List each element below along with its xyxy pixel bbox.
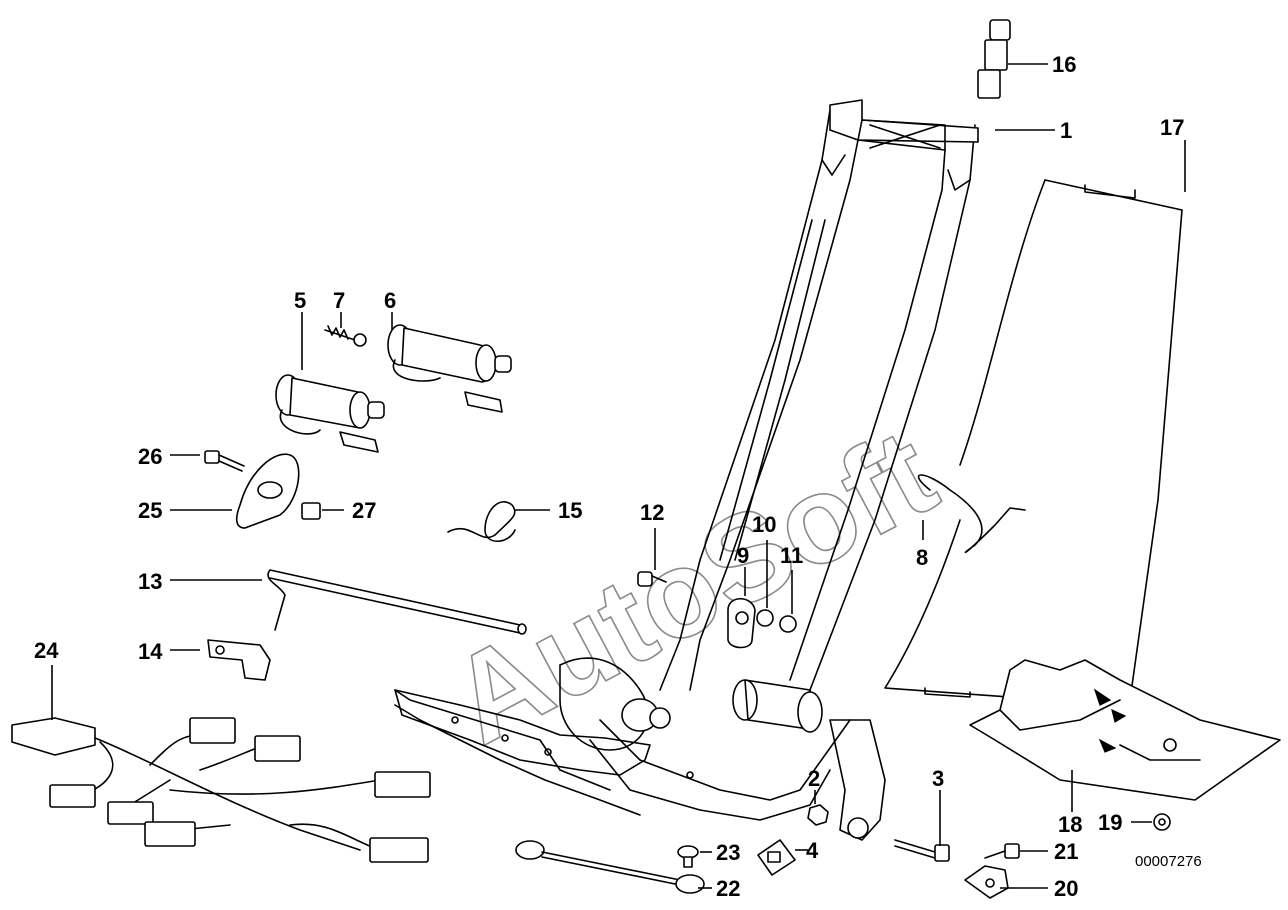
ground-strap-22 (515, 840, 705, 894)
clip-4 (757, 839, 796, 876)
callout-5: 5 (294, 288, 306, 313)
callout-10: 10 (752, 512, 776, 537)
callout-22: 22 (716, 876, 740, 901)
callout-18: 18 (1058, 812, 1082, 837)
callout-21: 21 (1054, 839, 1078, 864)
callout-19: 19 (1098, 810, 1122, 835)
back-panel-17 (884, 179, 1183, 701)
callout-2: 2 (808, 766, 820, 791)
clip-19 (1153, 813, 1171, 831)
callout-20: 20 (1054, 876, 1078, 901)
callout-1: 1 (1060, 118, 1072, 143)
callout-11: 11 (780, 543, 803, 568)
callout-24: 24 (34, 638, 59, 663)
leader-lines (51, 63, 1186, 889)
callout-15: 15 (558, 498, 582, 523)
callout-7: 7 (333, 288, 345, 313)
bolt-7 (324, 325, 367, 347)
bracket-14 (207, 639, 271, 681)
backrest-frame (659, 99, 979, 733)
spring-15 (447, 501, 516, 543)
catalog-code: 00007276 (1135, 853, 1202, 870)
bracket-25 (235, 453, 300, 529)
callout-25: 25 (138, 498, 162, 523)
wiring-harness-24 (11, 717, 431, 863)
callout-16: 16 (1052, 52, 1076, 77)
clip-27 (301, 502, 321, 520)
callout-9: 9 (737, 543, 749, 568)
nut-2 (807, 804, 829, 826)
callout-8: 8 (916, 545, 928, 570)
callout-3: 3 (932, 766, 944, 791)
trim-panel-18 (969, 659, 1281, 801)
screw-21 (984, 843, 1020, 859)
wire-spring-8 (917, 474, 1026, 554)
callout-13: 13 (138, 569, 162, 594)
callout-12: 12 (640, 500, 664, 525)
rod-13 (267, 569, 527, 635)
callout-6: 6 (384, 288, 396, 313)
callout-17: 17 (1160, 115, 1184, 140)
connector-16 (977, 19, 1011, 99)
callout-14: 14 (138, 639, 163, 664)
callout-26: 26 (138, 444, 162, 469)
seat-side-rails (394, 657, 886, 841)
washer-10 (756, 609, 774, 627)
callout-23: 23 (716, 840, 740, 865)
bracket-20 (964, 865, 1009, 899)
screw-23 (677, 845, 699, 868)
callout-4: 4 (806, 838, 819, 863)
callout-labels: 1 2 3 4 5 6 7 8 9 10 11 12 13 14 15 16 1… (34, 52, 1184, 901)
bushing-9 (727, 597, 756, 649)
motor-5 (275, 374, 385, 453)
motor-6 (387, 324, 512, 413)
screw-26 (204, 450, 245, 472)
bolt-3 (894, 839, 950, 862)
nut-11 (779, 615, 797, 633)
callout-27: 27 (352, 498, 376, 523)
bolt-12 (637, 571, 667, 587)
